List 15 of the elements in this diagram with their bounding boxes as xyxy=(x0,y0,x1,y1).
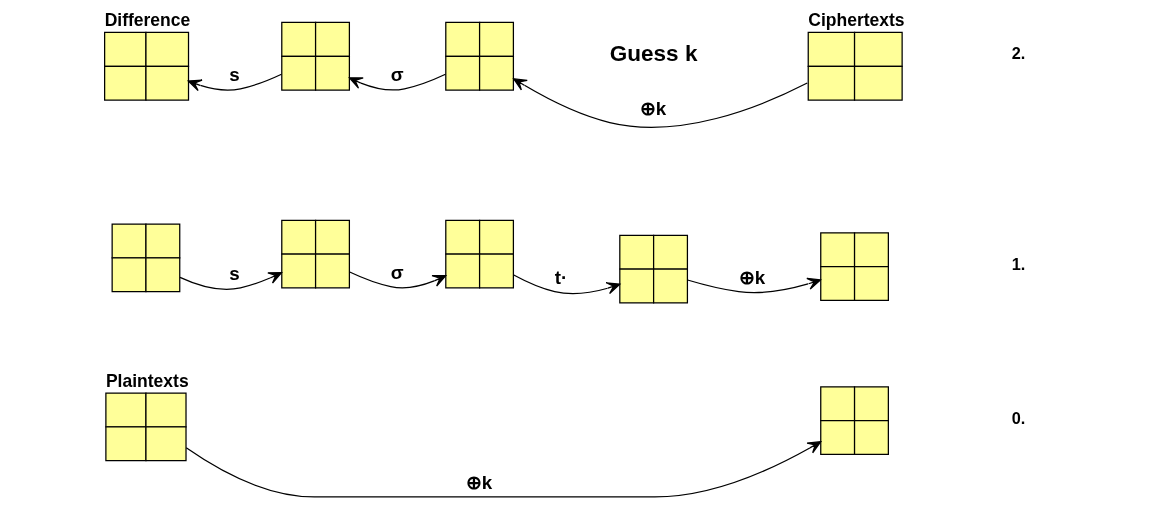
node-label: Difference xyxy=(104,10,190,31)
label: 0. xyxy=(1011,408,1025,427)
edge-label: ⊕k xyxy=(738,267,765,289)
edge-label: s xyxy=(228,263,240,285)
edge-label: σ xyxy=(390,262,404,284)
edge-label: σ xyxy=(390,64,404,86)
label: 1. xyxy=(1011,254,1025,273)
node-label: Ciphertexts xyxy=(807,10,905,31)
label: Guess k xyxy=(609,40,697,66)
edge-label: ⊕k xyxy=(639,98,666,120)
edge-label: ⊕k xyxy=(465,472,492,494)
node-label: Plaintexts xyxy=(105,371,189,392)
label: 2. xyxy=(1011,44,1025,63)
edge-label: s xyxy=(228,64,240,86)
edge-label: t· xyxy=(554,267,567,289)
